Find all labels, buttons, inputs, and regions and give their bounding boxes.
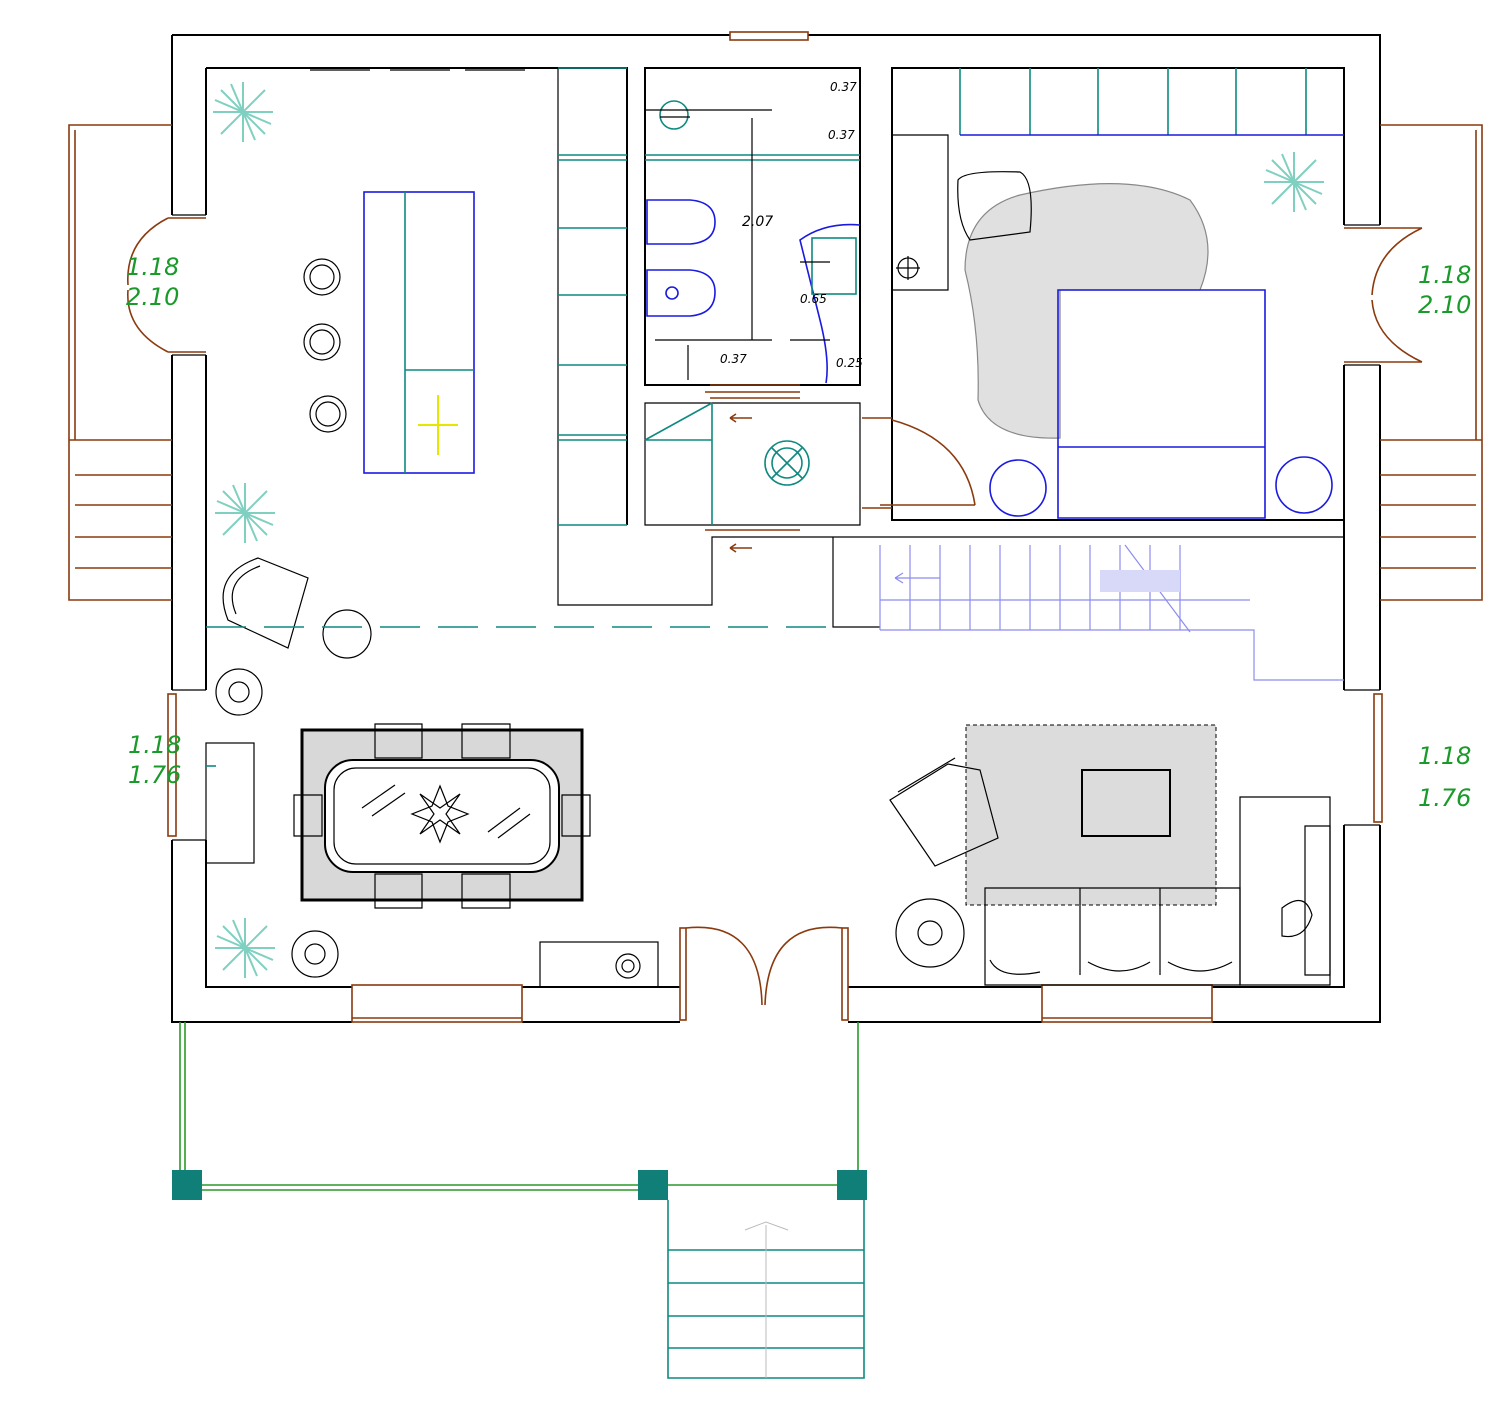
sofa-icon	[984, 796, 1331, 986]
plant-icon	[215, 918, 275, 978]
bath-label-d: 0.65	[800, 292, 827, 306]
stairs-icon	[879, 544, 1344, 681]
dim-right-door: 1.18 2.10	[1418, 260, 1471, 320]
porch	[172, 1022, 867, 1379]
dim-width: 1.18	[1418, 742, 1472, 770]
dim-left-window: 1.18 1.76	[128, 730, 181, 790]
top-window	[729, 31, 809, 41]
left-terrace	[68, 124, 172, 601]
bedroom-door[interactable]	[862, 417, 976, 509]
nightstand-left	[989, 459, 1047, 517]
toilet-icon	[646, 199, 716, 245]
kitchen-island	[363, 191, 475, 474]
tv-cabinet	[539, 941, 659, 988]
dim-height: 1.76	[128, 761, 182, 789]
stool-icon	[309, 395, 347, 433]
bar-stools	[303, 258, 347, 433]
hall	[644, 402, 810, 553]
bedroom-rug	[964, 183, 1209, 439]
coffee-table	[1081, 769, 1171, 837]
bottom-window-left	[351, 984, 523, 1023]
dim-left-door: 1.18 2.10	[126, 252, 179, 312]
dim-width: 1.18	[128, 731, 182, 759]
plant-icon	[213, 82, 273, 142]
left-door[interactable]	[127, 217, 206, 353]
side-table	[322, 609, 372, 659]
nightstand-right	[1275, 456, 1333, 514]
stool-icon	[303, 323, 341, 361]
dim-height: 2.10	[1418, 291, 1472, 319]
lamp-icon	[215, 668, 263, 716]
bath-label-a: 0.37	[830, 80, 857, 94]
dining-table-icon	[293, 723, 591, 909]
dim-height: 1.76	[1418, 784, 1472, 812]
dim-height: 2.10	[126, 283, 180, 311]
rug	[965, 724, 1217, 906]
right-door[interactable]	[1344, 227, 1423, 363]
bottom-window-right	[1041, 984, 1213, 1023]
lamp-icon	[291, 930, 339, 978]
bath-label-e: 0.37	[720, 352, 747, 366]
fireplace	[205, 742, 255, 864]
dim-right-window: 1.18 1.76	[1418, 735, 1471, 819]
desk-chair	[957, 171, 1032, 241]
bath-label-f: 0.25	[836, 356, 863, 370]
front-door[interactable]	[679, 926, 849, 1021]
side-table-round	[895, 898, 965, 968]
bath-label-b: 0.37	[828, 128, 855, 142]
kitchen-counter	[310, 67, 627, 526]
plant-icon	[1264, 152, 1324, 212]
right-window	[1373, 693, 1383, 823]
stool-icon	[303, 258, 341, 296]
wardrobe	[892, 68, 1344, 291]
dim-width: 1.18	[1418, 261, 1472, 289]
left-window	[167, 693, 177, 837]
armchair-icon	[222, 557, 309, 649]
bath-label-c: 2.07	[742, 214, 774, 230]
plant-icon	[215, 483, 275, 543]
hall-doors	[705, 384, 800, 531]
right-terrace	[1380, 124, 1483, 601]
bidet-icon	[646, 269, 716, 317]
bed-icon	[1057, 289, 1266, 519]
dim-width: 1.18	[126, 253, 180, 281]
armchair-icon	[889, 757, 999, 867]
sink-icon	[799, 223, 861, 384]
